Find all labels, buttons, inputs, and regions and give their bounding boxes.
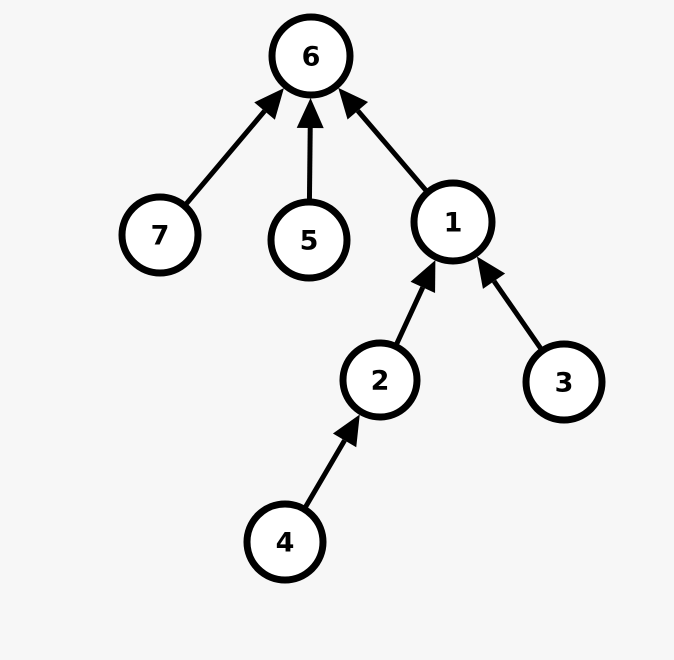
node-circle-1[interactable] (410, 179, 496, 265)
edge-arrowhead (296, 98, 324, 129)
graph-edge-5-to-6 (296, 98, 324, 200)
node-circle-5[interactable] (267, 198, 351, 282)
graph-node-7[interactable]: 7 (118, 193, 202, 277)
graph-node-6[interactable]: 6 (268, 13, 354, 99)
edge-arrowhead (254, 88, 284, 120)
node-circle-7[interactable] (118, 193, 202, 277)
node-circle-6[interactable] (268, 13, 354, 99)
node-label-7: 7 (151, 221, 170, 252)
graph-node-4[interactable]: 4 (243, 500, 327, 584)
edge-line (184, 109, 267, 206)
edge-arrowhead (410, 260, 436, 294)
node-circle-2[interactable] (339, 339, 421, 421)
edge-arrowhead (332, 414, 360, 448)
node-label-2: 2 (371, 366, 390, 397)
graph-node-5[interactable]: 5 (267, 198, 351, 282)
edge-line (491, 279, 543, 350)
edge-layer (184, 87, 543, 508)
graph-edge-7-to-6 (184, 88, 284, 206)
graph-edge-2-to-1 (394, 260, 436, 345)
node-label-1: 1 (444, 208, 463, 239)
edge-line (394, 286, 426, 345)
edge-arrowhead (338, 87, 369, 120)
graph-edge-3-to-1 (476, 256, 543, 350)
node-layer: 6 7 5 1 2 3 4 (118, 13, 606, 584)
edge-line (355, 109, 428, 192)
graph-node-2[interactable]: 2 (339, 339, 421, 421)
node-circle-4[interactable] (243, 500, 327, 584)
edge-arrowhead (476, 256, 506, 289)
node-circle-3[interactable] (522, 340, 606, 424)
edge-line (306, 127, 313, 200)
node-label-4: 4 (276, 528, 295, 559)
node-label-6: 6 (302, 42, 321, 73)
graph-edge-1-to-6 (338, 87, 428, 192)
graph-node-1[interactable]: 1 (410, 179, 496, 265)
edge-line (303, 439, 347, 508)
node-label-3: 3 (555, 368, 574, 399)
graph-node-3[interactable]: 3 (522, 340, 606, 424)
graph-edge-4-to-2 (303, 414, 360, 508)
node-label-5: 5 (300, 226, 319, 257)
